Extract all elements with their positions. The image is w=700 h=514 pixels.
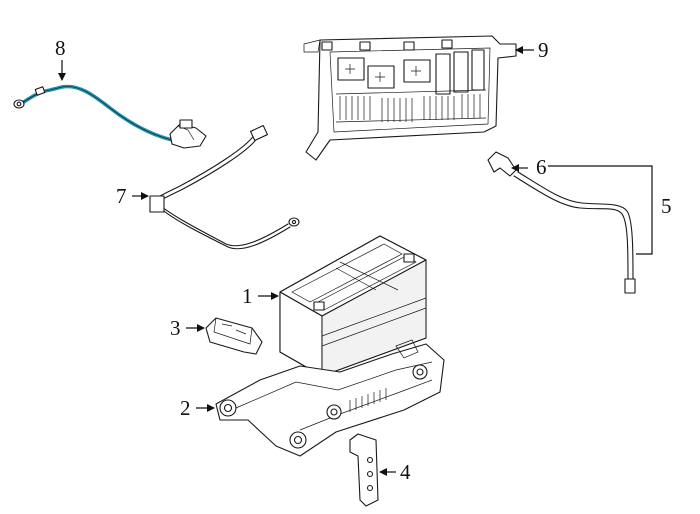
vent-hose-part-5: [513, 171, 636, 294]
ground-cable-part-8: [13, 84, 207, 149]
callout-5: 5: [661, 194, 672, 218]
battery-part-1: [279, 235, 427, 377]
leader-lines: [58, 46, 653, 476]
terminal-part-6: [487, 151, 517, 177]
callout-2: 2: [180, 396, 191, 420]
battery-tray-part-2: [215, 339, 445, 457]
callout-3: 3: [170, 316, 181, 340]
fuse-box-part-9: [303, 35, 517, 161]
callout-1: 1: [242, 284, 253, 308]
callout-8: 8: [55, 36, 66, 60]
positive-cable-part-7: [149, 124, 300, 250]
callout-9: 9: [538, 38, 549, 62]
bracket-part-4: [349, 433, 379, 507]
callout-7: 7: [116, 184, 127, 208]
clamp-part-3: [205, 317, 263, 355]
callout-4: 4: [400, 460, 411, 484]
callout-6: 6: [536, 155, 547, 179]
